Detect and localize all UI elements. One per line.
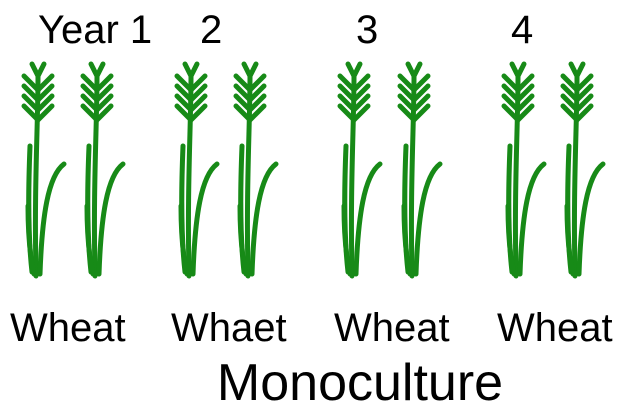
crop-label-1: Wheat bbox=[10, 304, 126, 352]
wheat-plant-icon bbox=[504, 64, 544, 276]
wheat-plant-icon bbox=[83, 64, 123, 276]
wheat-plant-icon bbox=[236, 64, 276, 276]
wheat-plant-icon bbox=[400, 64, 440, 276]
wheat-plant-icon bbox=[563, 64, 603, 276]
wheat-plant-icon bbox=[340, 64, 380, 276]
crop-label-2: Whaet bbox=[171, 304, 287, 352]
diagram-title: Monoculture bbox=[0, 354, 640, 412]
wheat-plant-icon bbox=[24, 64, 64, 276]
crop-label-4: Wheat bbox=[497, 304, 613, 352]
wheat-plants-illustration bbox=[0, 0, 640, 300]
crop-label-3: Wheat bbox=[334, 304, 450, 352]
wheat-plant-icon bbox=[177, 64, 217, 276]
